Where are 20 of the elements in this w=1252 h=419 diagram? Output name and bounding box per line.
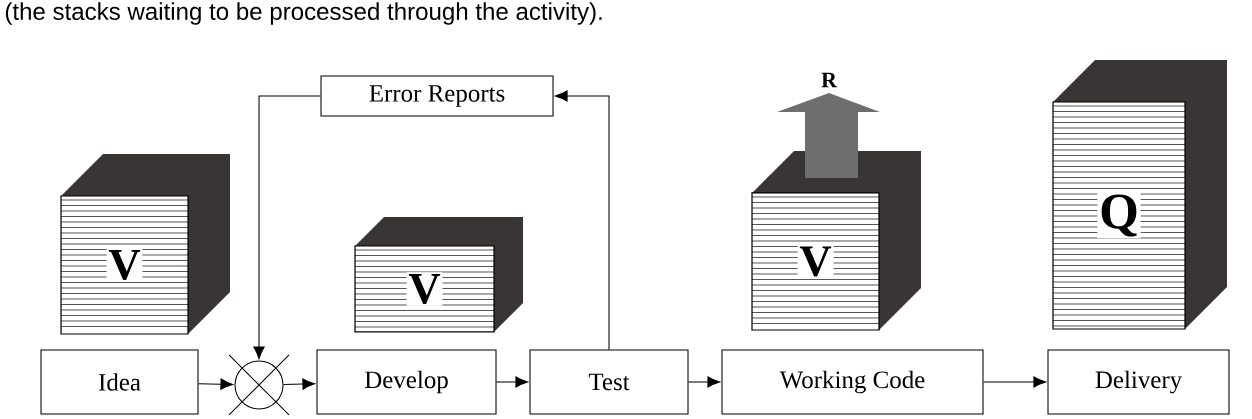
arrow [496,376,529,388]
arrow [198,378,234,390]
arrow [983,376,1047,388]
stack-drawing: V [751,151,921,331]
process-box: Develop [316,349,497,415]
process-box: Error Reports [320,75,554,117]
stack-drawing: V [354,217,523,333]
stack-drawing: V [60,154,230,335]
process-box: Delivery [1047,349,1230,415]
arrow [253,95,321,360]
arrow [554,90,610,350]
stack-drawing: Q [1052,60,1227,330]
process-box: Test [529,349,689,415]
note-text: (the stacks waiting to be processed through the activity). [5,2,602,25]
arrow [688,376,721,388]
arrow-label: R [821,72,838,88]
process-box: Working Code [721,349,984,415]
process-box: Idea [40,349,199,415]
summing-junction [228,354,290,416]
arrow [283,378,316,390]
